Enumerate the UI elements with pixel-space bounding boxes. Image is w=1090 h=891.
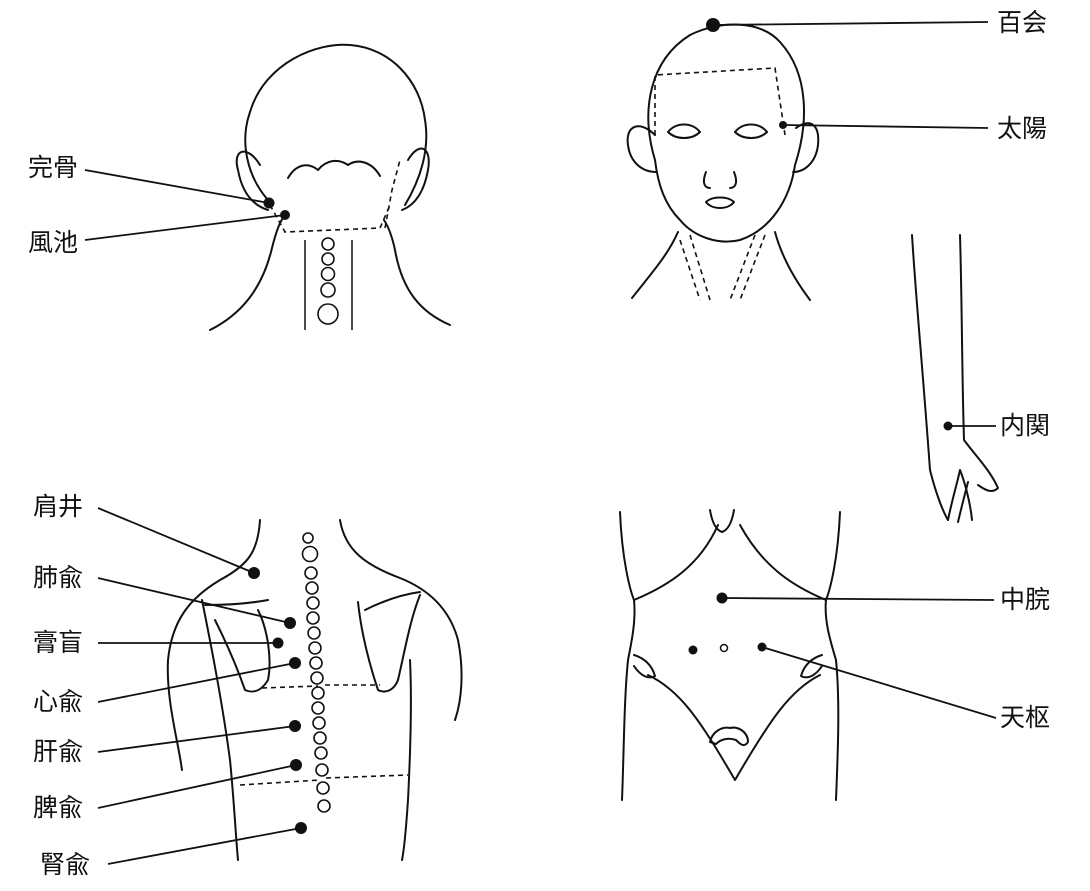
vertebra — [315, 747, 327, 759]
label-haiyu: 肺兪 — [33, 563, 83, 593]
point-tensu-left — [689, 646, 698, 655]
upper-back-figure — [168, 520, 462, 860]
vertebra — [317, 782, 329, 794]
vertebra — [307, 612, 319, 624]
vertebra — [308, 627, 320, 639]
vertebra — [314, 732, 326, 744]
spine-vertebrae — [303, 533, 331, 812]
label-hiyu: 脾兪 — [33, 793, 83, 823]
vertebra — [310, 657, 322, 669]
acupoint-markers — [248, 18, 953, 834]
label-chukan: 中脘 — [1000, 585, 1050, 615]
vertebra — [316, 764, 328, 776]
label-shinyu: 心兪 — [33, 687, 83, 717]
vertebra — [303, 547, 318, 562]
vertebra — [309, 642, 321, 654]
label-fuchi: 風池 — [28, 228, 78, 258]
forearm-figure — [912, 235, 998, 522]
label-taiyou: 太陽 — [997, 114, 1047, 144]
label-naikan: 内関 — [1000, 411, 1050, 441]
vertebra — [312, 687, 324, 699]
cervical-vertebrae — [318, 238, 338, 324]
label-koukou: 膏盲 — [33, 628, 83, 658]
vertebra — [312, 702, 324, 714]
vertebra — [318, 800, 330, 812]
label-kankotsu: 完骨 — [28, 153, 78, 183]
head-back-figure — [210, 45, 450, 330]
label-jinyu: 腎兪 — [40, 850, 90, 880]
abdomen-figure — [620, 510, 840, 800]
vertebra — [311, 672, 323, 684]
leader-lines — [85, 22, 996, 864]
label-hyakue: 百会 — [997, 8, 1047, 38]
vertebra — [313, 717, 325, 729]
vertebra — [303, 533, 313, 543]
vertebra — [307, 597, 319, 609]
label-kanyu: 肝兪 — [33, 737, 83, 767]
label-kensei: 肩井 — [33, 492, 83, 522]
vertebra — [306, 582, 318, 594]
head-front-figure — [628, 25, 819, 300]
label-tensu: 天枢 — [1000, 703, 1050, 733]
vertebra — [305, 567, 317, 579]
